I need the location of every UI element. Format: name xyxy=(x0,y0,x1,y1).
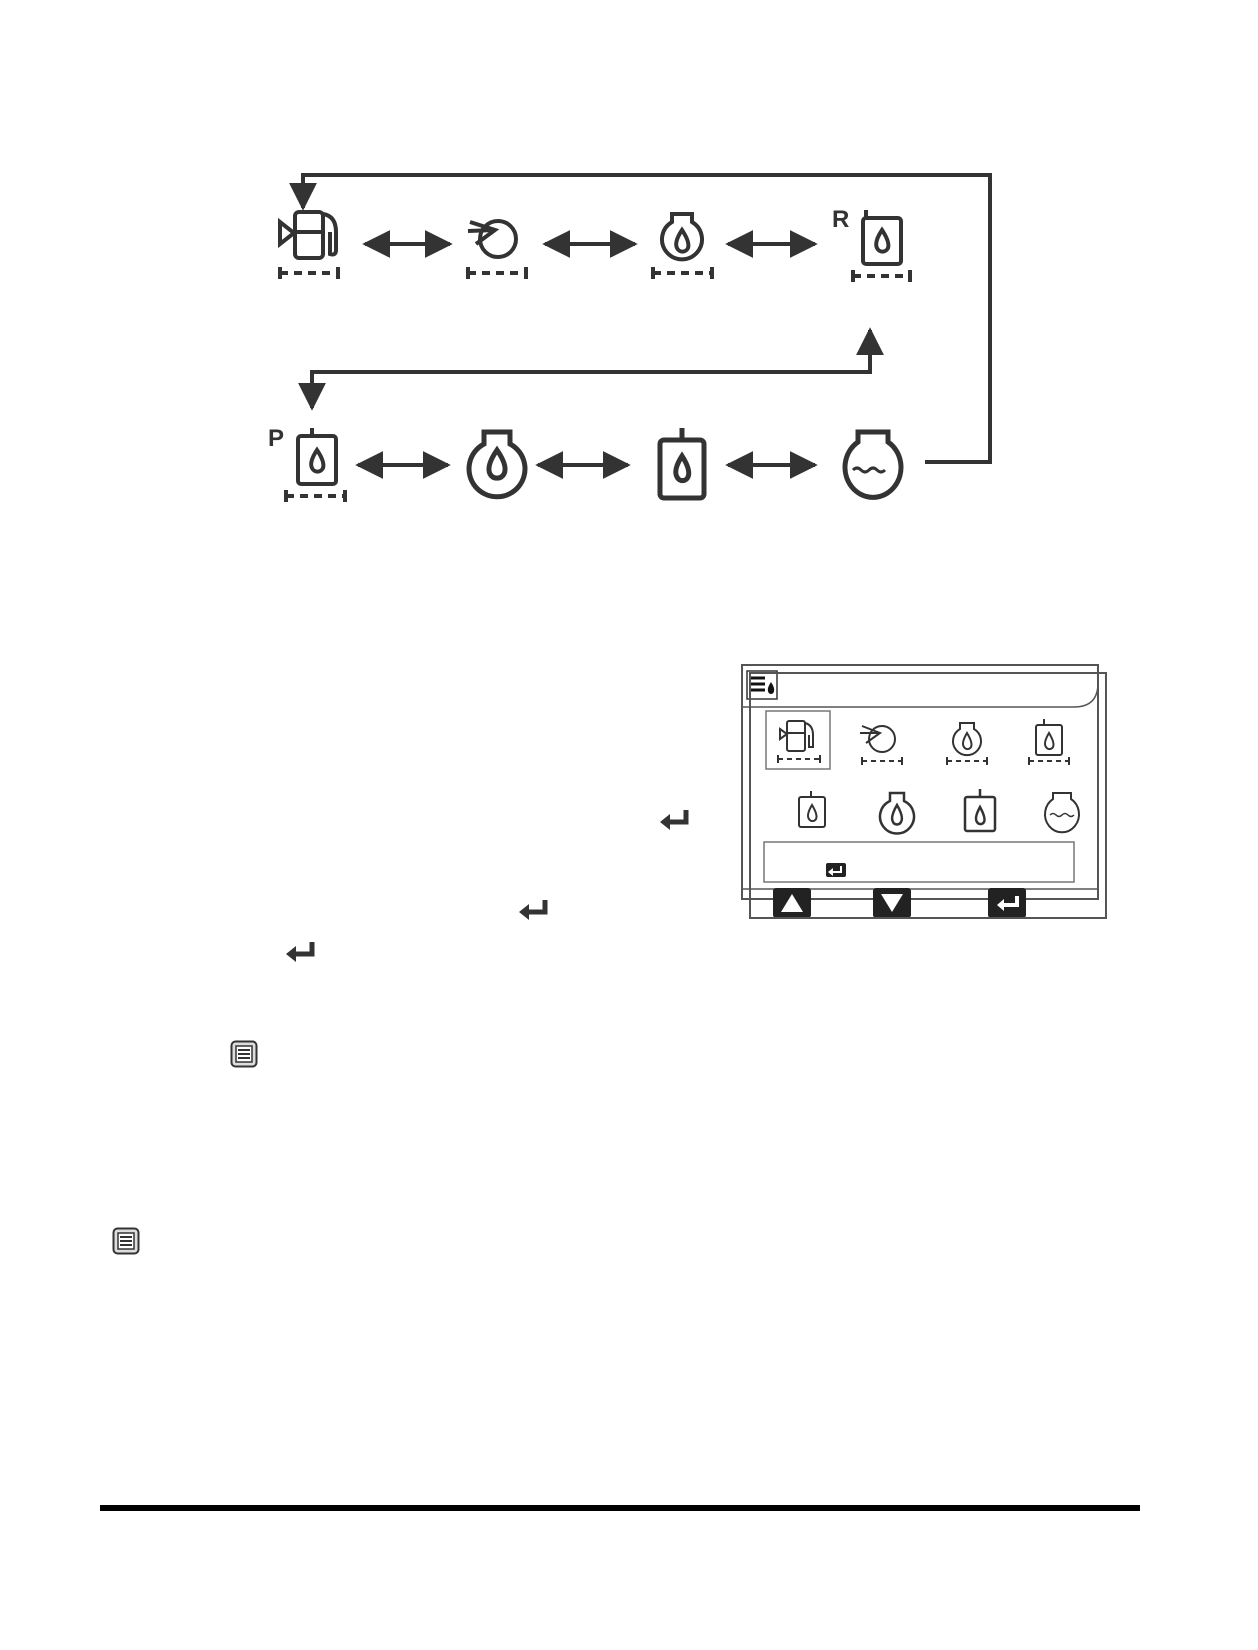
fuel-pump-icon xyxy=(278,210,340,279)
fuel-inlet-icon xyxy=(466,219,528,279)
filter-r-icon xyxy=(851,210,912,282)
message-box xyxy=(763,841,1075,883)
label-r: R xyxy=(832,206,849,233)
up-arrow-button[interactable] xyxy=(773,888,811,918)
menu-oil-icon xyxy=(746,670,778,700)
menu-key-icon xyxy=(112,1227,140,1255)
engine-oil-icon xyxy=(651,212,714,279)
filter-p-icon xyxy=(284,428,347,502)
label-p: P xyxy=(268,425,284,452)
display-screen xyxy=(741,664,1099,900)
large-engine-icon xyxy=(466,429,528,500)
footer-rule xyxy=(100,1505,1140,1511)
enter-key-icon xyxy=(519,900,548,920)
enter-key-icon xyxy=(826,863,846,877)
enter-button[interactable] xyxy=(988,888,1026,918)
down-arrow-button[interactable] xyxy=(873,888,911,918)
maintenance-flow-diagram: R P xyxy=(268,173,992,502)
enter-key-icon xyxy=(660,810,689,830)
flask-icon[interactable] xyxy=(1044,792,1080,834)
engine-oil-icon[interactable] xyxy=(946,722,988,765)
engine-icon[interactable] xyxy=(878,791,916,835)
filter-icon[interactable] xyxy=(1028,719,1070,765)
enter-key-icon xyxy=(286,942,315,962)
tank-small-icon[interactable] xyxy=(798,791,826,828)
menu-key-icon xyxy=(230,1040,258,1068)
fuel-inlet-icon[interactable] xyxy=(860,725,903,765)
tank-icon xyxy=(657,428,707,501)
loop-connector-inner xyxy=(298,327,884,411)
coolant-flask-icon xyxy=(842,429,904,500)
loop-connector-outer xyxy=(289,173,992,464)
fuel-pump-icon[interactable] xyxy=(777,720,821,763)
tank-icon[interactable] xyxy=(963,789,997,833)
selection-highlight[interactable] xyxy=(765,710,831,770)
